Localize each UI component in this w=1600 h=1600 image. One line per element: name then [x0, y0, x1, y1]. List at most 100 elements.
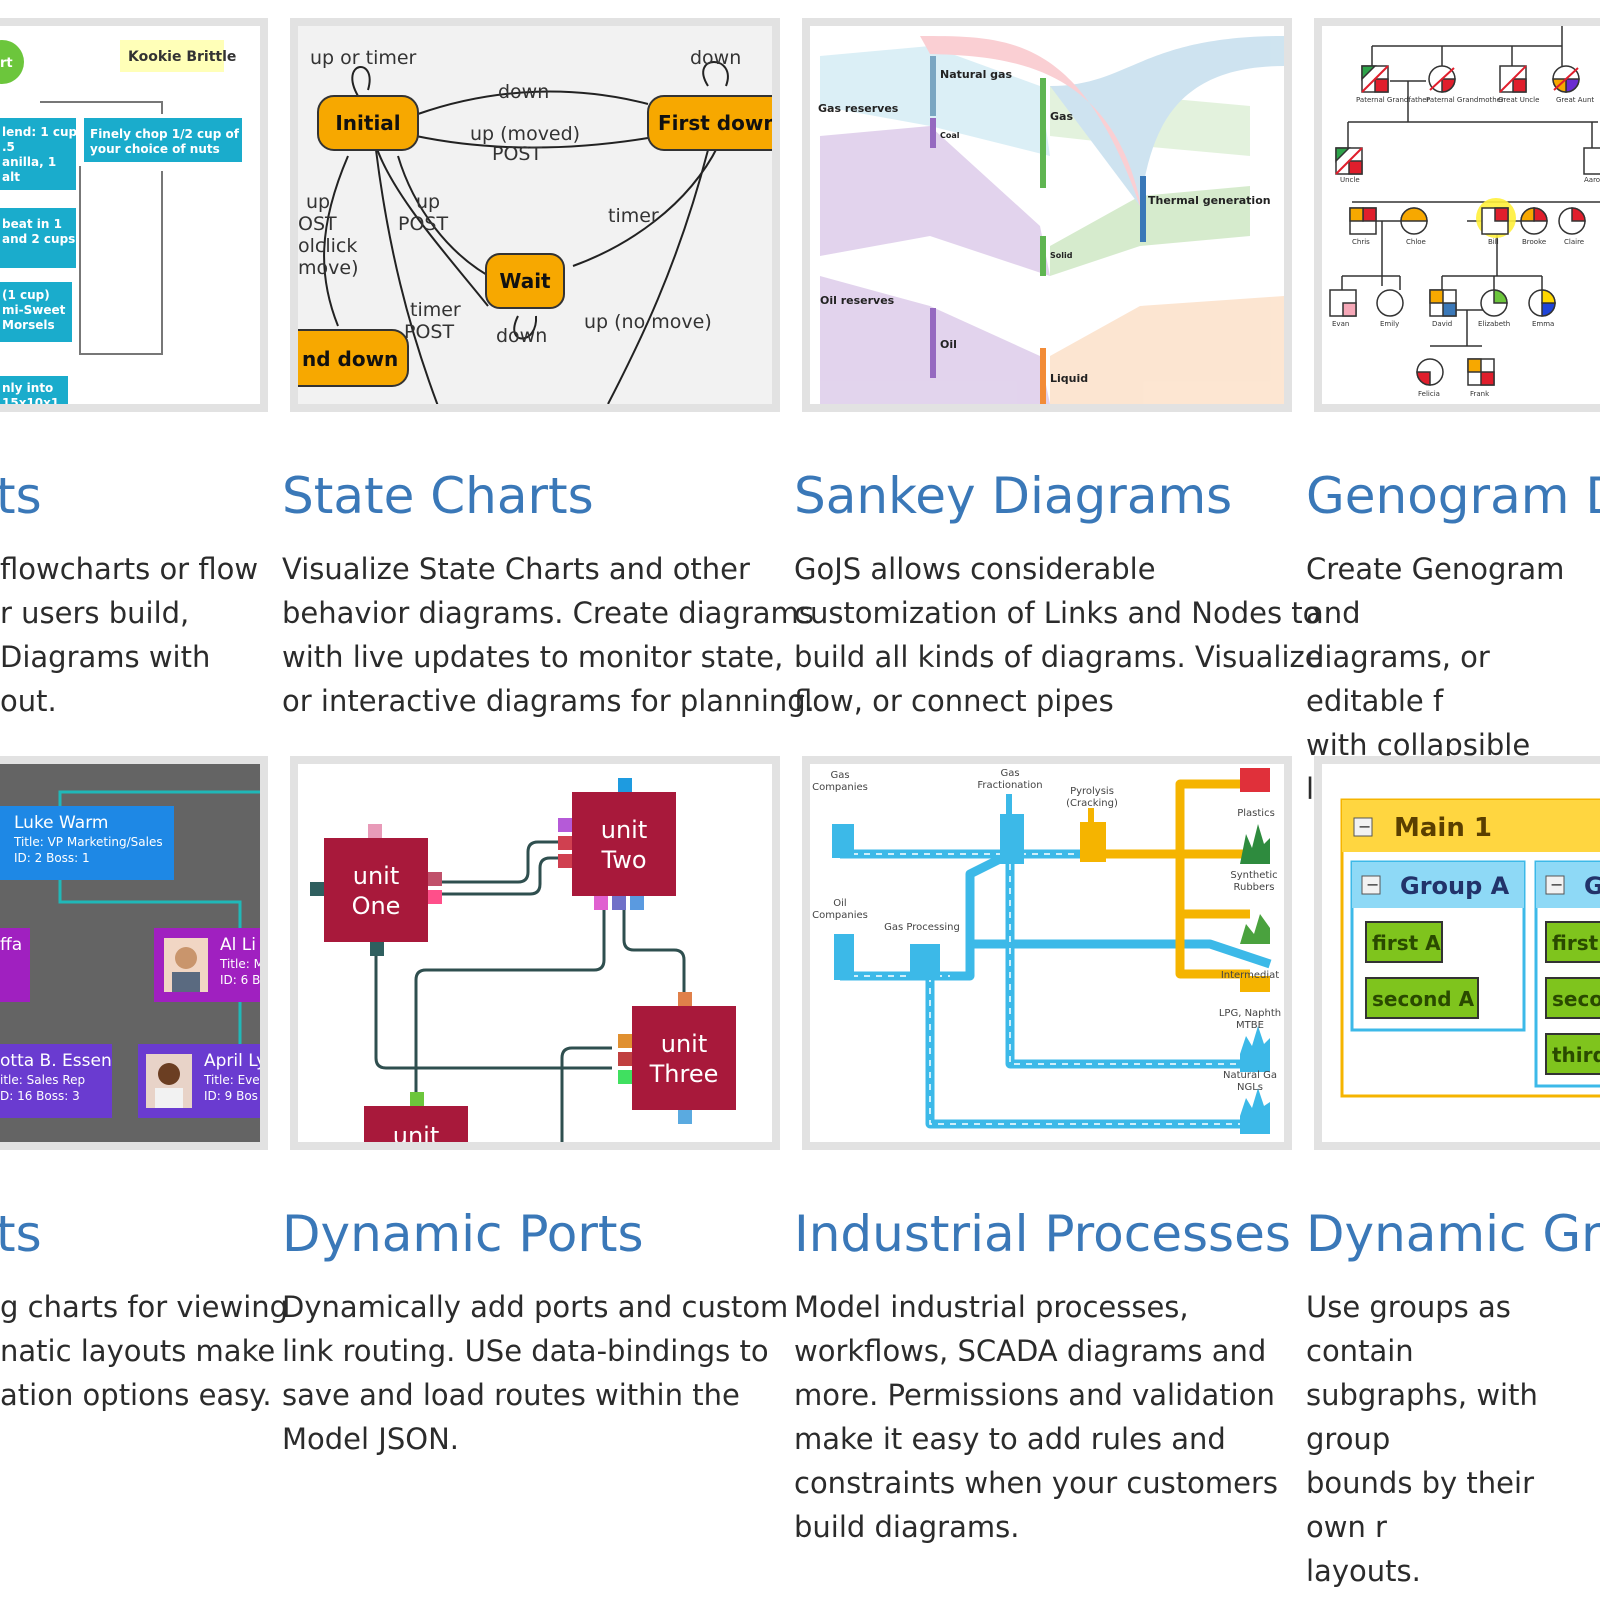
sankey-diagrams-thumbnail[interactable]: Natural gas Gas reserves Gas Coal Therma…: [802, 18, 1292, 412]
card-title[interactable]: Dynamic Gro: [1306, 1205, 1600, 1263]
unit-node: [324, 838, 428, 942]
svg-text:Plastics: Plastics: [1237, 808, 1275, 819]
card-title[interactable]: Sankey Diagrams: [794, 467, 1233, 525]
svg-text:Evan: Evan: [1332, 320, 1349, 328]
svg-text:timer: timer: [608, 205, 659, 227]
unit-node: [364, 1106, 468, 1142]
group-label: Main 1: [1394, 813, 1492, 843]
unit-label: unit: [393, 1122, 440, 1142]
group-item[interactable]: [1545, 977, 1600, 1019]
svg-text:Oil reserves: Oil reserves: [820, 294, 895, 307]
svg-text:Frank: Frank: [1470, 390, 1490, 398]
card-title[interactable]: Dynamic Ports: [282, 1205, 644, 1263]
flow-start-label: rt: [0, 56, 13, 71]
svg-text:Chris: Chris: [1352, 238, 1370, 246]
svg-text:Bill: Bill: [1488, 238, 1499, 246]
collapse-icon[interactable]: −: [1550, 875, 1563, 894]
group-item[interactable]: [1545, 1033, 1600, 1075]
svg-text:D: 16 Boss: 3: D: 16 Boss: 3: [0, 1089, 80, 1103]
svg-text:up (moved): up (moved): [470, 123, 580, 145]
svg-text:first A: first A: [1372, 931, 1441, 955]
flow-step: [84, 118, 242, 162]
unit-node: [572, 792, 676, 896]
group-item[interactable]: [1545, 921, 1600, 963]
svg-text:Gas Processing: Gas Processing: [884, 922, 960, 933]
svg-text:Title: VP Marketing/Sales: Title: VP Marketing/Sales: [13, 835, 163, 849]
group-label: G: [1584, 872, 1600, 900]
svg-text:Aaron: Aaron: [1584, 176, 1600, 184]
flow-start-node: [0, 40, 24, 84]
svg-text:Elizabeth: Elizabeth: [1478, 320, 1510, 328]
flow-step: [0, 282, 72, 342]
state-transition-labels: up or timer down down up (moved) POST up…: [298, 47, 741, 347]
svg-text:Uncle: Uncle: [1340, 176, 1360, 184]
dynamic-groups-thumbnail[interactable]: − Main 1 − Group A first A second A − G …: [1314, 756, 1600, 1150]
svg-text:Chloe: Chloe: [1406, 238, 1426, 246]
card-title[interactable]: Genogram D: [1306, 467, 1600, 525]
flow-note-label: Kookie Brittle: [128, 49, 236, 65]
svg-text:Intermediat: Intermediat: [1221, 970, 1279, 981]
collapse-icon[interactable]: −: [1366, 875, 1379, 894]
svg-text:Brooke: Brooke: [1522, 238, 1546, 246]
card-title[interactable]: Industrial Processes: [794, 1205, 1291, 1263]
svg-text:Title: Eve: Title: Eve: [203, 1073, 260, 1087]
org-person-card: [0, 928, 30, 1002]
svg-text:third: third: [1552, 1043, 1600, 1067]
svg-text:OST: OST: [298, 213, 337, 235]
flow-step: [0, 208, 76, 268]
svg-text:up (no move): up (no move): [584, 311, 712, 333]
svg-text:down: down: [498, 81, 549, 103]
genogram-thumbnail[interactable]: Paternal Grandfather Paternal Grandmothe…: [1314, 18, 1600, 412]
svg-text:POST: POST: [492, 143, 542, 165]
svg-text:Paternal Grandmother: Paternal Grandmother: [1426, 96, 1504, 104]
svg-text:POST: POST: [404, 321, 454, 343]
card-description: g charts for viewing natic layouts make …: [0, 1290, 289, 1412]
group-item[interactable]: [1365, 921, 1443, 963]
svg-text:ID: 2 Boss: 1: ID: 2 Boss: 1: [14, 851, 90, 865]
state-charts-thumbnail[interactable]: Initial First down Wait nd down up or ti…: [290, 18, 780, 412]
card-description: flowcharts or flow r users build, Diagra…: [0, 552, 259, 718]
svg-text:Emily: Emily: [1380, 320, 1399, 328]
state-node-first-down: [647, 95, 772, 151]
port-markers[interactable]: [310, 778, 692, 1124]
svg-text:Gas reserves: Gas reserves: [818, 102, 899, 115]
card-title[interactable]: ts: [0, 467, 42, 525]
svg-text:down: down: [496, 325, 547, 347]
unit-node: [632, 1006, 736, 1110]
card-title[interactable]: State Charts: [282, 467, 594, 525]
state-node-label: Initial: [335, 111, 400, 135]
svg-text:seco: seco: [1552, 987, 1600, 1011]
svg-text:down: down: [690, 47, 741, 69]
collapse-icon[interactable]: −: [1358, 817, 1371, 836]
state-node-label: First down: [658, 111, 772, 135]
svg-text:up or timer: up or timer: [310, 47, 417, 69]
svg-text:up: up: [416, 191, 440, 213]
svg-text:Thermal generation: Thermal generation: [1148, 194, 1271, 207]
card-title[interactable]: ts: [0, 1205, 42, 1263]
svg-text:Liquid: Liquid: [1050, 372, 1088, 385]
svg-text:Oil: Oil: [940, 338, 957, 351]
org-chart-thumbnail[interactable]: Luke Warm Title: VP Marketing/Sales ID: …: [0, 756, 268, 1150]
svg-text:Coal: Coal: [940, 131, 960, 140]
svg-text:timer: timer: [410, 299, 461, 321]
svg-text:POST: POST: [398, 213, 448, 235]
svg-text:April Ly: April Ly: [204, 1051, 260, 1071]
flow-step: [0, 376, 68, 404]
card-description: Dynamically add ports and custom link ro…: [282, 1290, 789, 1456]
state-node-label: nd down: [302, 347, 398, 371]
svg-text:David: David: [1432, 320, 1452, 328]
process-facility-icons[interactable]: [832, 768, 1270, 1134]
group-item[interactable]: [1365, 977, 1479, 1019]
svg-text:Pyrolysis(Cracking): Pyrolysis(Cracking): [1066, 786, 1118, 809]
